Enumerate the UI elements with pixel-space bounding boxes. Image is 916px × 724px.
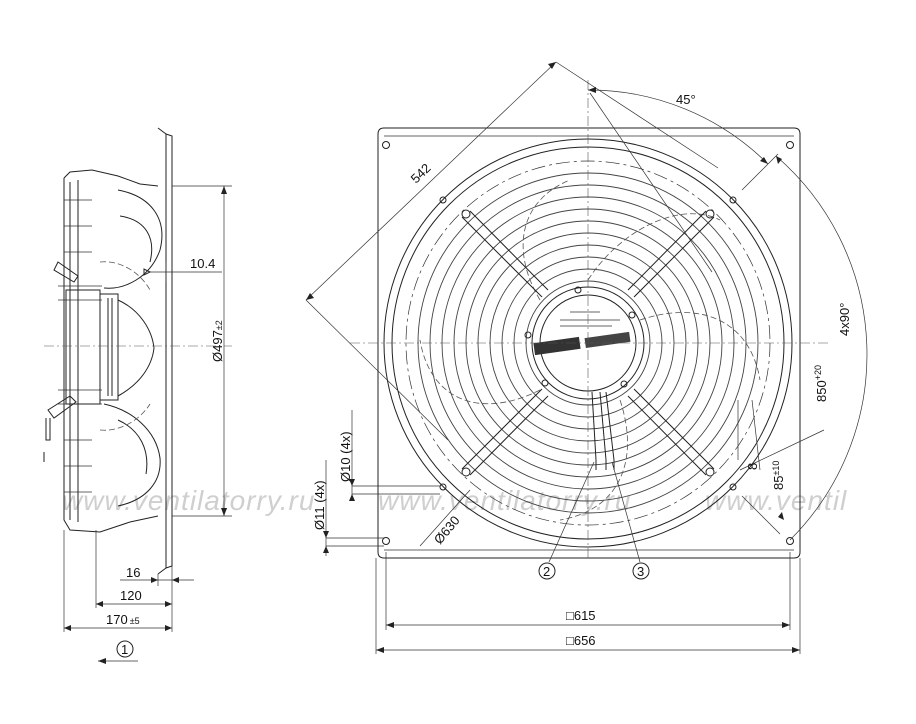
callout-3-label: 3 xyxy=(637,564,644,579)
dim-656: □656 xyxy=(375,558,801,654)
dim-hole11-label: Ø11 (4x) xyxy=(312,480,327,530)
dim-615: □615 xyxy=(385,552,791,630)
dim-615-label: □615 xyxy=(566,608,596,623)
impeller-blade-outlines xyxy=(419,179,761,521)
dim-120-label: 120 xyxy=(120,588,142,603)
dim-diameter-label: Ø497±2 xyxy=(210,320,225,362)
front-view: 542 45° 4x90° 850+20 xyxy=(305,61,868,654)
dim-16-label: 16 xyxy=(126,565,140,580)
dim-85-label: 85±10 xyxy=(771,461,786,490)
dim-850-label: 850+20 xyxy=(813,365,829,402)
side-motor-body xyxy=(65,289,119,405)
side-view: 10.4 Ø497±2 16 120 xyxy=(43,127,232,664)
watermark-left: www.ventilatorry.ru xyxy=(62,485,315,516)
dim-hole-11: Ø11 (4x) xyxy=(312,460,384,556)
view-marker-1: 1 xyxy=(98,640,138,664)
front-mounting-plate xyxy=(377,127,801,559)
side-mounting-flange xyxy=(157,127,173,575)
dim-fin-thickness: 10.4 xyxy=(143,256,222,282)
dim-side-diameter: Ø497±2 xyxy=(172,185,232,517)
view-marker-label: 1 xyxy=(121,642,128,657)
side-impeller-blades xyxy=(99,189,163,507)
dim-side-bottom: 16 120 170±5 xyxy=(63,530,194,632)
guard-spokes xyxy=(461,209,715,477)
dim-630-label: Ø630 xyxy=(431,513,463,547)
cable-bundle xyxy=(591,391,615,470)
dim-85: 85±10 8 xyxy=(737,399,786,490)
dim-45-angle: 45° xyxy=(587,87,769,273)
dim-850: 850+20 xyxy=(739,365,829,471)
dim-hole10-label: Ø10 (4x) xyxy=(338,431,353,482)
dim-4x90-label: 4x90° xyxy=(837,303,852,336)
dim-8-label: 8 xyxy=(745,463,760,470)
dim-656-label: □656 xyxy=(566,633,596,648)
dim-170-label: 170±5 xyxy=(106,612,140,627)
dim-4x90-angle: 4x90° xyxy=(741,153,868,541)
side-guard-fins xyxy=(58,199,102,493)
side-guard-outline xyxy=(63,169,159,533)
callout-2: 2 xyxy=(538,461,595,580)
side-cable-clamp xyxy=(43,261,79,462)
callout-3: 3 xyxy=(611,461,650,580)
callout-2-label: 2 xyxy=(543,564,550,579)
dim-fin-label: 10.4 xyxy=(190,256,215,271)
dim-hole-10: Ø10 (4x) xyxy=(338,410,440,501)
dim-45-label: 45° xyxy=(676,92,696,107)
mounting-holes xyxy=(382,141,794,545)
